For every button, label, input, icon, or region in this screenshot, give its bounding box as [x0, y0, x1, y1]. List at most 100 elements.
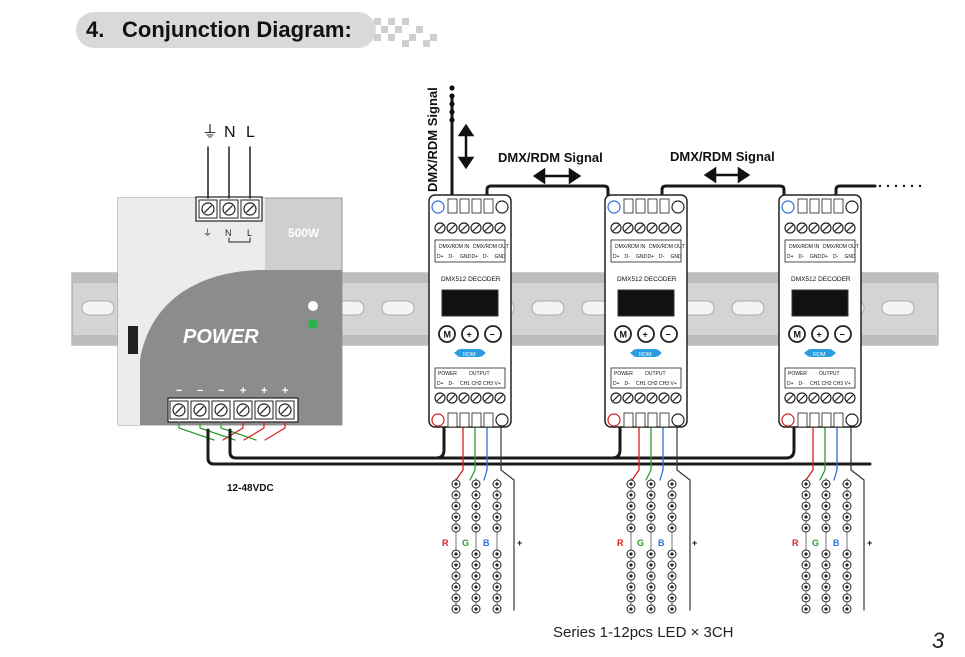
- plus-button[interactable]: +: [811, 325, 829, 343]
- led-icon: [842, 512, 852, 522]
- led-icon: [471, 523, 481, 533]
- led-icon: [842, 501, 852, 511]
- led-channel-label: G: [462, 538, 469, 548]
- led-icon: [842, 523, 852, 533]
- led-icon: [801, 501, 811, 511]
- button-label: M: [620, 330, 628, 340]
- led-icon: [821, 490, 831, 500]
- led-icon: [471, 479, 481, 489]
- bidirectional-arrow-icon: [457, 123, 475, 170]
- dmx-out-label: DMX/RDM OUT: [649, 244, 685, 250]
- mode-button[interactable]: M: [438, 325, 456, 343]
- plus-button[interactable]: +: [637, 325, 655, 343]
- led-channel-strip: B: [833, 478, 852, 614]
- voltage-label: 12-48VDC: [227, 483, 274, 494]
- signal-link-label-2: DMX/RDM Signal: [670, 149, 775, 164]
- led-icon: [471, 571, 481, 581]
- led-icon: [646, 593, 656, 603]
- button-label: −: [666, 330, 671, 340]
- led-channel-strip: G: [637, 478, 656, 614]
- dmx-pin-label: GND: [810, 254, 822, 260]
- decoder-name: DMX512 DECODER: [791, 276, 851, 283]
- ac-terminal-block: [195, 196, 263, 222]
- terminal-screw-icon: [214, 403, 228, 417]
- button-label: −: [840, 330, 845, 340]
- output-pin-label: CH2: [472, 381, 482, 387]
- led-icon: [801, 560, 811, 570]
- led-icon: [451, 560, 461, 570]
- terminal-screw-icon: [796, 222, 808, 234]
- output-pin-label: CH3: [833, 381, 843, 387]
- led-channel-label: B: [483, 538, 490, 548]
- power-label: POWER: [438, 371, 457, 377]
- led-icon: [471, 490, 481, 500]
- led-icon: [821, 523, 831, 533]
- led-icon: [492, 571, 502, 581]
- mode-button[interactable]: M: [788, 325, 806, 343]
- led-icon: [626, 593, 636, 603]
- led-icon: [626, 604, 636, 614]
- led-channel-strip: R: [792, 478, 811, 614]
- dmx-pin-label: D+: [787, 254, 794, 260]
- dmx-pin-label: GND: [495, 254, 507, 260]
- rdm-label: RDM: [639, 352, 652, 358]
- led-icon: [492, 512, 502, 522]
- led-icon: [842, 593, 852, 603]
- led-positive-label: +: [867, 538, 872, 548]
- ac-terminal-sublabel: ⏚: [203, 228, 212, 238]
- output-pin-label: CH1: [460, 381, 470, 387]
- ac-terminal-label: N: [224, 124, 236, 141]
- output-pin-label: CH3: [659, 381, 669, 387]
- led-channel-strip: G: [812, 478, 831, 614]
- button-label: +: [467, 330, 472, 340]
- terminal-screw-icon: [243, 202, 257, 216]
- dmx-in-label: DMX/RDM IN: [439, 244, 470, 250]
- led-icon: [471, 512, 481, 522]
- led-icon: [492, 604, 502, 614]
- output-pin-label: D+: [787, 381, 794, 387]
- terminal-screw-icon: [634, 222, 646, 234]
- led-icon: [646, 549, 656, 559]
- terminal-screw-icon: [796, 392, 808, 404]
- led-icon: [626, 571, 636, 581]
- page-number: 3: [932, 628, 945, 653]
- led-icon: [667, 571, 677, 581]
- terminal-screw-icon: [646, 392, 658, 404]
- led-icon: [492, 523, 502, 533]
- dc-polarity-label: +: [240, 385, 246, 397]
- mode-button[interactable]: M: [614, 325, 632, 343]
- dmx-in-label: DMX/RDM IN: [615, 244, 646, 250]
- led-icon: [626, 560, 636, 570]
- led-icon: [451, 571, 461, 581]
- bidirectional-arrow-icon: [532, 167, 582, 185]
- rdm-label: RDM: [813, 352, 826, 358]
- dmx-pin-label: D-: [483, 254, 489, 260]
- led-icon: [821, 501, 831, 511]
- output-pin-label: D-: [799, 381, 805, 387]
- terminal-screw-icon: [646, 222, 658, 234]
- button-label: M: [444, 330, 452, 340]
- led-icon: [646, 604, 656, 614]
- signal-continuation-dots: [449, 85, 922, 188]
- led-icon: [821, 549, 831, 559]
- output-pin-label: D+: [613, 381, 620, 387]
- led-icon: [801, 479, 811, 489]
- minus-button[interactable]: −: [660, 325, 678, 343]
- led-icon: [667, 560, 677, 570]
- led-icon: [626, 479, 636, 489]
- led-icon: [842, 490, 852, 500]
- led-icon: [451, 479, 461, 489]
- power-label: POWER: [788, 371, 807, 377]
- led-icon: [451, 593, 461, 603]
- minus-button[interactable]: −: [484, 325, 502, 343]
- dmx-pin-label: D+: [613, 254, 620, 260]
- dmx-pin-label: D-: [625, 254, 631, 260]
- led-icon: [821, 593, 831, 603]
- output-pin-label: D-: [449, 381, 455, 387]
- led-icon: [821, 604, 831, 614]
- minus-button[interactable]: −: [834, 325, 852, 343]
- terminal-screw-icon: [458, 392, 470, 404]
- dc-polarity-label: −: [176, 385, 182, 397]
- plus-button[interactable]: +: [461, 325, 479, 343]
